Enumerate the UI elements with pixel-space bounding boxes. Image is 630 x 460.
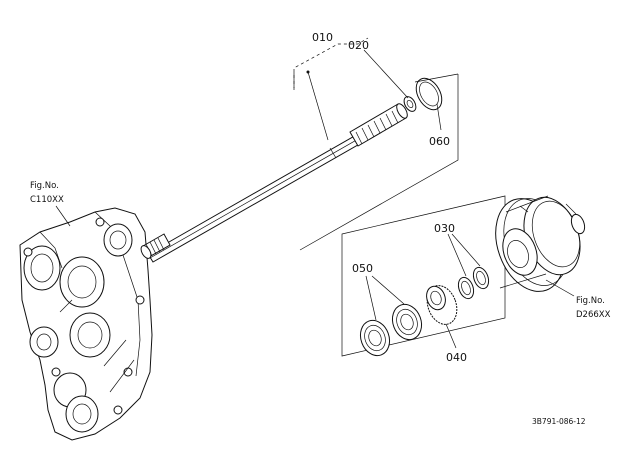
drawing-id: 3B791-086-12 (532, 417, 586, 426)
snap-ring-030-b (472, 266, 490, 290)
bearing-050-a (359, 319, 391, 357)
snap-ring-030-a (457, 276, 475, 300)
snap-ring-060 (415, 77, 443, 111)
leader-010 (307, 71, 329, 141)
upper-group-box (299, 74, 459, 251)
transmission-case (19, 207, 153, 441)
leader-040 (445, 323, 457, 349)
callout-010: 010 (312, 31, 333, 44)
gear-040 (426, 285, 458, 325)
lower-group-box (341, 195, 506, 357)
callout-050: 050 (352, 262, 373, 275)
fig-ref-left-code: C110XX (30, 195, 64, 205)
bearing-050-b (391, 303, 423, 341)
leader-050 (365, 275, 405, 321)
main-shaft (140, 103, 408, 263)
clutch-assembly (495, 195, 586, 292)
callout-030: 030 (434, 222, 455, 235)
leader-c110 (55, 205, 71, 227)
leader-030 (447, 233, 481, 277)
fig-ref-right-code: D266XX (576, 310, 611, 320)
fig-ref-right-prefix: Fig.No. (576, 296, 605, 306)
callout-020: 020 (348, 39, 369, 52)
leader-060 (436, 103, 442, 131)
collar-020 (403, 96, 417, 112)
callout-060: 060 (429, 135, 450, 148)
leader-d266 (545, 279, 575, 297)
callout-040: 040 (446, 351, 467, 364)
leader-020 (363, 49, 409, 99)
fig-ref-left-prefix: Fig.No. (30, 181, 59, 191)
